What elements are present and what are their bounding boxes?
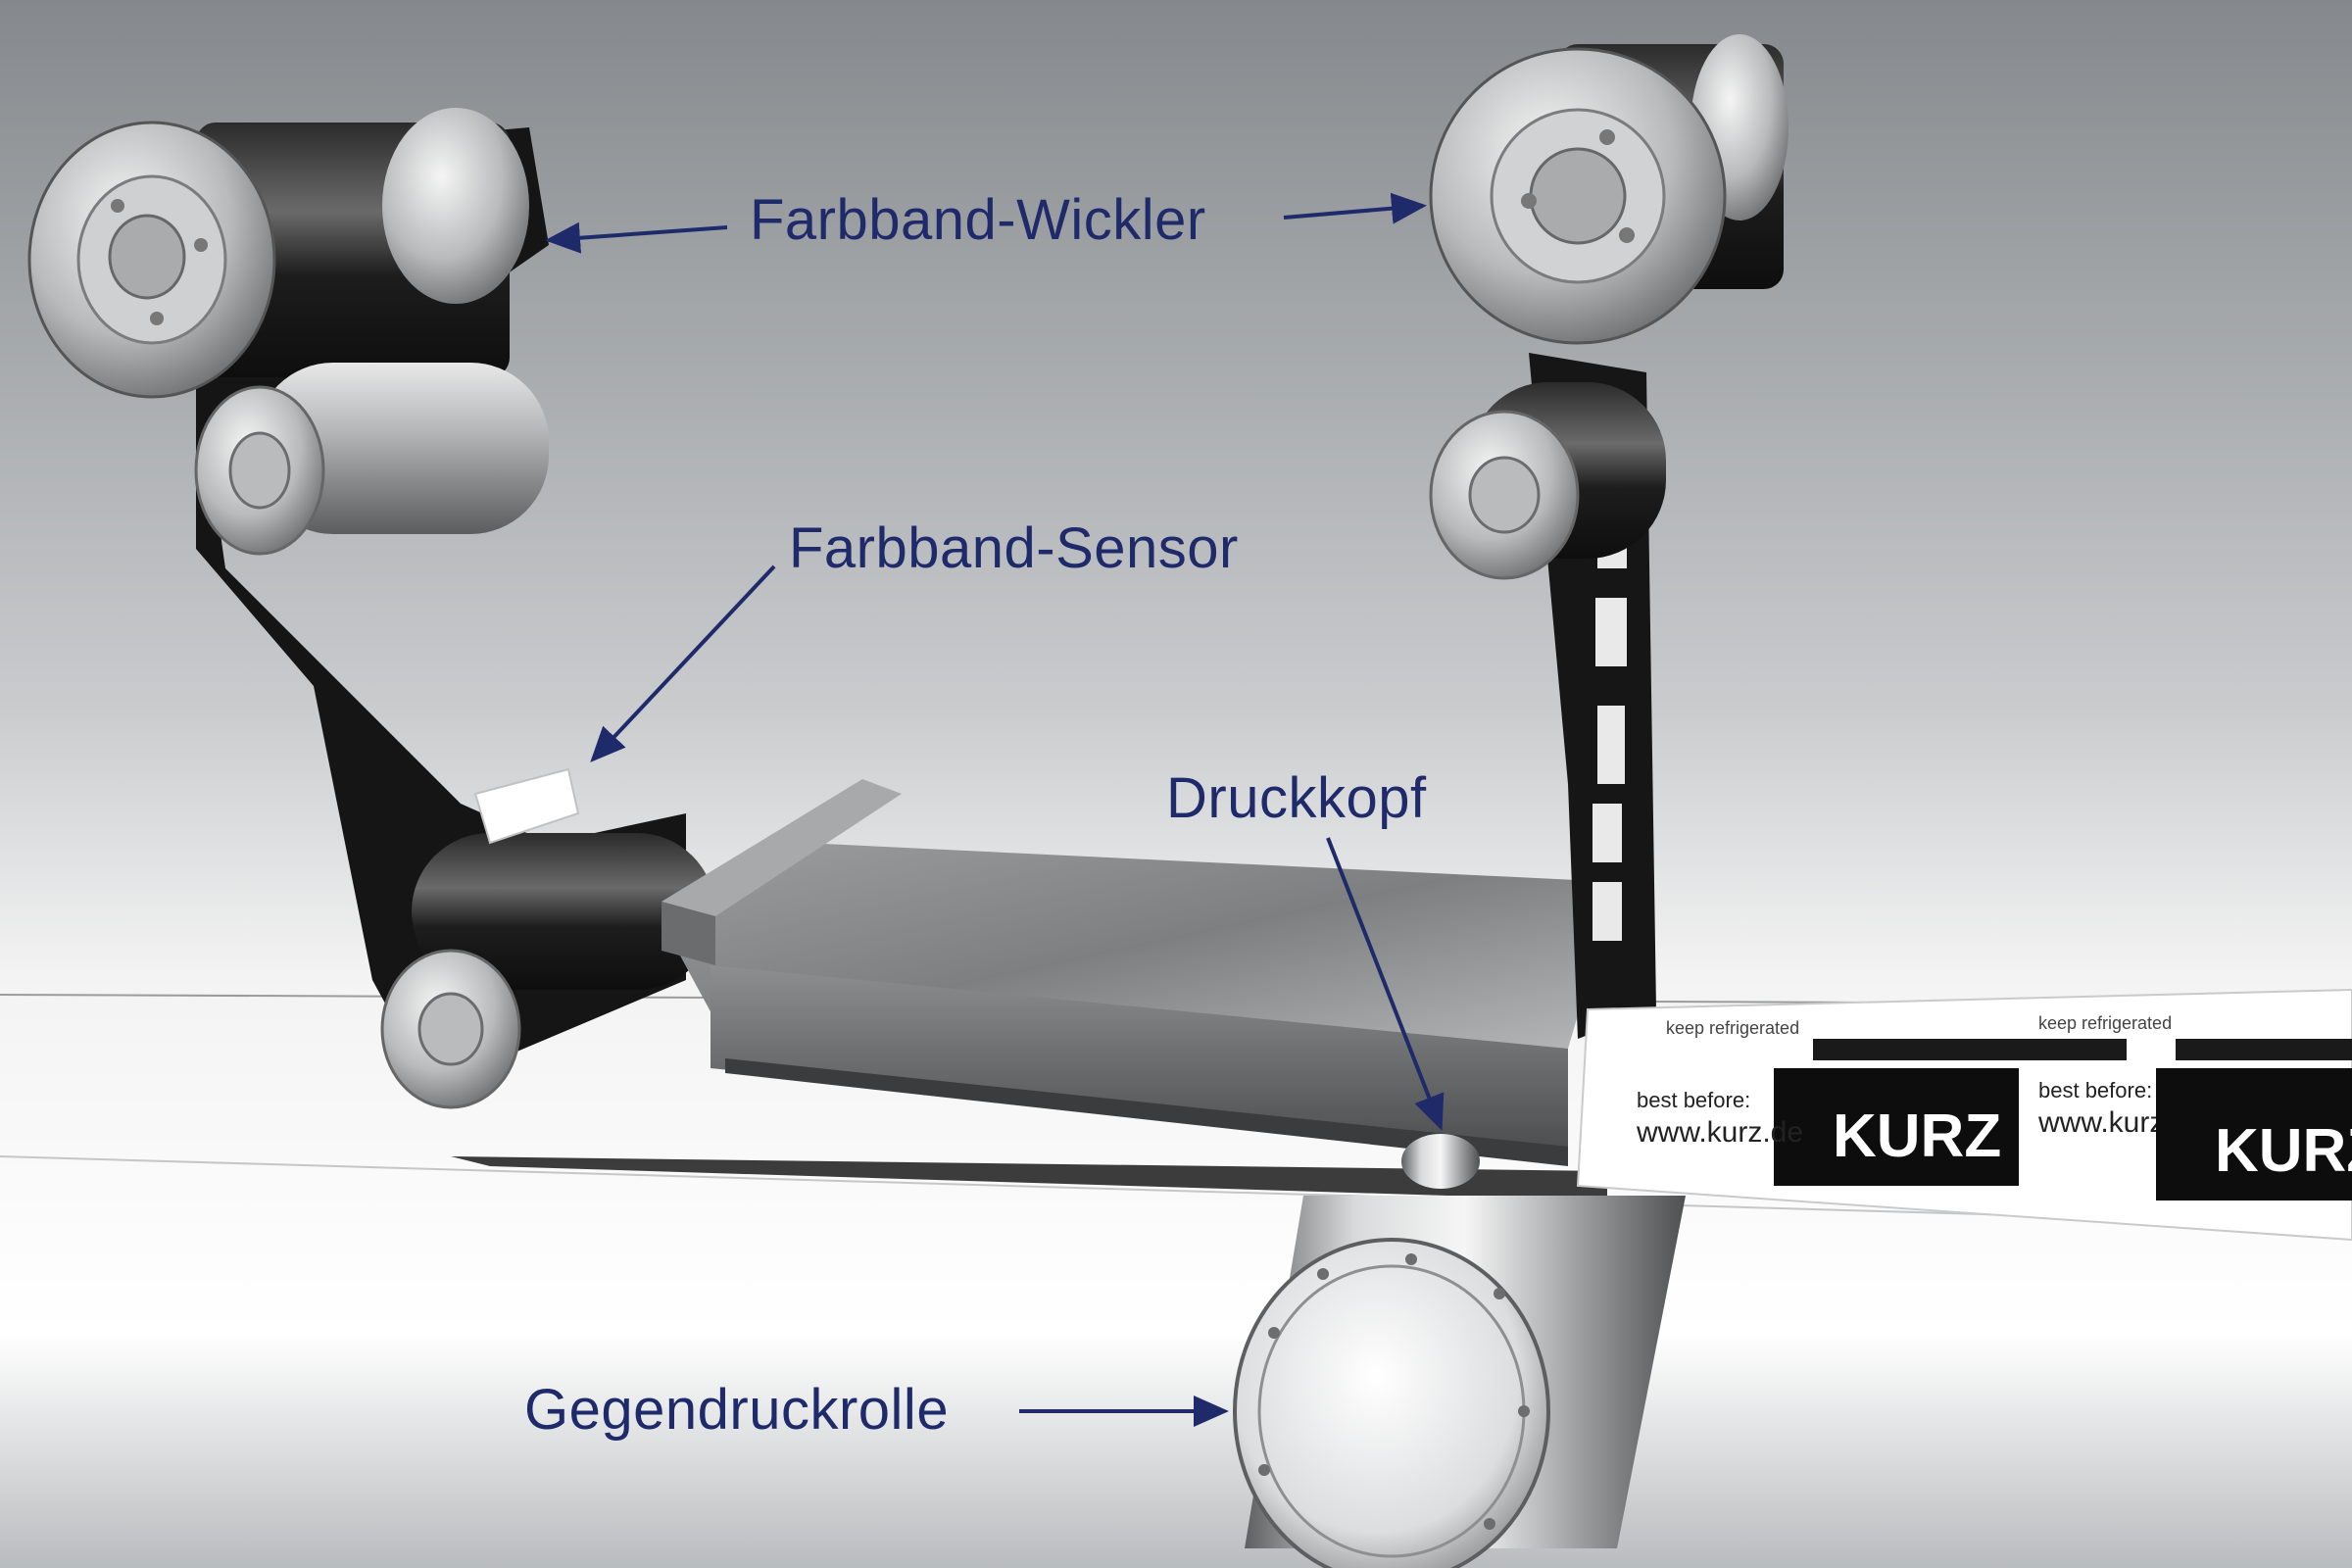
ribbon-printed-marks — [1592, 510, 1627, 941]
arrow-to-left-winder — [545, 221, 728, 254]
label-counter-pressure-roller: Gegendruckrolle — [524, 1378, 950, 1442]
print-head-tip — [1401, 1134, 1480, 1189]
arrow-to-print-head — [1326, 837, 1445, 1131]
printed-label-2: KURZ — [2156, 1039, 2352, 1200]
label-partial-best-before: best before: — [1637, 1088, 1750, 1112]
ribbon-sensor — [473, 767, 580, 845]
label-ribbon-winder: Farbband-Wickler — [750, 188, 1206, 252]
label-1-keep-note: keep refrigerated — [2038, 1013, 2172, 1033]
callout-arrows — [545, 192, 1445, 1427]
label-1-brand: KURZ — [1833, 1102, 2001, 1170]
arrow-to-sensor — [590, 564, 776, 762]
label-1-best-before: best before: — [2038, 1078, 2152, 1102]
guide-roller-right — [1429, 382, 1666, 580]
guide-roller-lower-left — [380, 833, 715, 1109]
label-2-brand: KURZ — [2215, 1117, 2352, 1185]
printed-label-1: KURZ best before: www.kurz.de keep refri… — [1774, 1013, 2205, 1186]
ribbon-winder-left — [27, 108, 529, 399]
printed-label-partial: best before: www.kurz.de keep refrigerat… — [1636, 1018, 1803, 1149]
guide-roller-upper-left — [194, 363, 549, 556]
ribbon-winder-right — [1429, 34, 1788, 345]
label-partial-keep-note: keep refrigerated — [1666, 1018, 1799, 1038]
surface-line-lower — [0, 1155, 2352, 1226]
arrow-to-right-winder — [1283, 192, 1427, 224]
label-print-head: Druckkopf — [1166, 766, 1427, 830]
label-web: KURZ best before: www.kurz.de keep refri… — [1576, 988, 2352, 1242]
head-shadow — [451, 1156, 1607, 1200]
print-head-assembly — [662, 779, 1617, 1166]
label-ribbon-sensor: Farbband-Sensor — [789, 516, 1239, 580]
counter-pressure-roller — [1233, 1196, 1686, 1568]
label-partial-website: www.kurz.de — [1636, 1116, 1803, 1149]
